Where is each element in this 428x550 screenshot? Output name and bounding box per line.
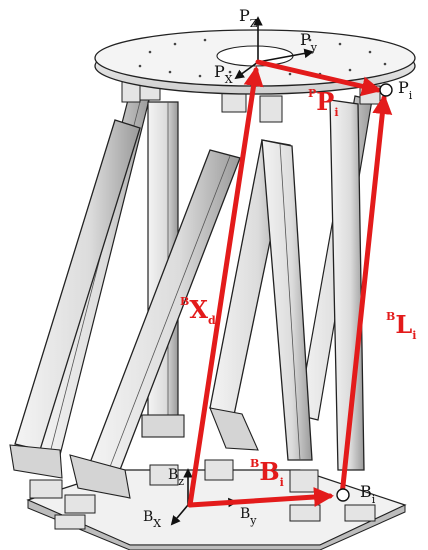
red-vectors bbox=[187, 59, 393, 508]
bi-point bbox=[336, 488, 350, 502]
label-px: PX bbox=[214, 62, 233, 86]
label-vector-x-d: BXd bbox=[180, 295, 216, 327]
label-vector-b-i: BBi bbox=[250, 457, 284, 489]
bx-axis bbox=[170, 504, 189, 526]
vector-b-i bbox=[187, 487, 334, 508]
label-vector-p-i: PPi bbox=[308, 87, 339, 119]
label-vector-l-i: BLi bbox=[386, 310, 417, 342]
top-platform bbox=[94, 29, 416, 95]
py-axis bbox=[257, 48, 314, 63]
vector-x-d bbox=[187, 66, 264, 508]
label-bx: BX bbox=[143, 509, 162, 530]
vector-l-i bbox=[339, 94, 393, 498]
label-pz: PZ bbox=[239, 6, 258, 30]
leg-front-right bbox=[261, 139, 313, 461]
base-joints bbox=[29, 459, 376, 530]
pi-point bbox=[379, 83, 393, 97]
leg-right-outer bbox=[329, 99, 365, 471]
leg-front-left-outer bbox=[9, 119, 141, 479]
label-bi: Bi bbox=[360, 482, 376, 506]
label-by: By bbox=[240, 506, 257, 527]
label-bz: Bz bbox=[168, 467, 185, 488]
label-pi: Pi bbox=[398, 78, 413, 102]
leg-front-left bbox=[69, 149, 241, 499]
label-py: Py bbox=[300, 30, 317, 54]
vector-p-i bbox=[255, 59, 382, 97]
